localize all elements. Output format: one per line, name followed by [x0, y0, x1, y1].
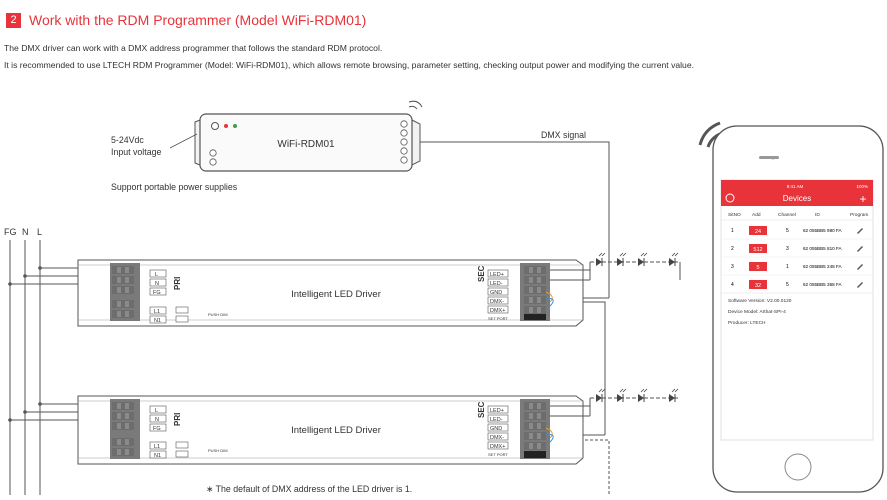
- sec-terminal-led-plus: LED+: [490, 408, 504, 414]
- pri-terminal-n1: N1: [154, 318, 161, 324]
- edit-icon[interactable]: [857, 282, 863, 288]
- led-driver-2: L N FG L1 N1 PUSH DIM PRI Intelligent LE…: [77, 395, 584, 465]
- set-port-label: SET PORT: [488, 316, 508, 321]
- device-row-4[interactable]: 4 32 5 62 055BB5 368 FA: [731, 280, 863, 289]
- sec-terminal-dmx-minus: DMX-: [490, 299, 504, 305]
- sec-terminal-dmx-minus: DMX-: [490, 435, 504, 441]
- svg-text:2: 2: [731, 246, 734, 252]
- wifi-signal-icon: [408, 100, 423, 110]
- svg-text:3: 3: [731, 264, 734, 270]
- intro-line-2: It is recommended to use LTECH RDM Progr…: [4, 60, 694, 70]
- pri-terminal-l1: L1: [154, 444, 160, 450]
- sec-terminal-led-minus: LED-: [490, 281, 503, 287]
- settings-gear-icon[interactable]: [725, 193, 735, 203]
- pri-terminal-l1: L1: [154, 309, 160, 315]
- set-port-label: SET PORT: [488, 452, 508, 457]
- push-dim-label: PUSH DIM: [208, 312, 228, 317]
- wifi-rdm01-programmer: WiFi-RDM01: [194, 100, 423, 172]
- pri-terminal-n1: N1: [154, 453, 161, 459]
- device-row-3[interactable]: 3 5 1 62 055BB5 248 FA: [731, 262, 863, 271]
- footnote: ∗ The default of DMX address of the LED …: [206, 484, 412, 494]
- pri-terminal-fg: FG: [153, 426, 161, 432]
- section-header: 2 Work with the RDM Programmer (Model Wi…: [6, 11, 366, 29]
- sec-terminal-dmx-plus: DMX+: [490, 444, 505, 450]
- nav-title: Devices: [783, 194, 811, 203]
- section-number: 2: [6, 12, 21, 28]
- power-input-label: Input voltage: [111, 147, 161, 157]
- device-row-2[interactable]: 2 512 3 62 055BB5 810 FA: [731, 244, 863, 253]
- col-header-channel: Channel: [778, 212, 796, 218]
- svg-text:32: 32: [755, 283, 761, 289]
- col-header-program: Program: [850, 212, 868, 218]
- sec-terminal-led-minus: LED-: [490, 417, 503, 423]
- svg-text:62 055BB5 368 FA: 62 055BB5 368 FA: [803, 282, 843, 287]
- svg-text:24: 24: [755, 229, 761, 235]
- edit-icon[interactable]: [857, 246, 863, 252]
- sec-terminal-gnd: GND: [490, 426, 502, 432]
- sec-terminal-gnd: GND: [490, 290, 502, 296]
- led-string-1: [550, 261, 681, 281]
- add-device-button[interactable]: +: [859, 192, 866, 206]
- pri-terminal-l: L: [155, 272, 158, 278]
- svg-text:512: 512: [753, 247, 762, 253]
- status-time: 9:41 AM: [787, 184, 804, 189]
- status-battery: 100%: [856, 184, 868, 189]
- svg-text:5: 5: [786, 282, 789, 288]
- programmer-model-label: WiFi-RDM01: [277, 139, 335, 150]
- section-title: Work with the RDM Programmer (Model WiFi…: [29, 12, 367, 28]
- intro-line-1: The DMX driver can work with a DMX addre…: [4, 43, 383, 53]
- mains-fg-label: FG: [4, 227, 17, 237]
- sec-terminal-led-plus: LED+: [490, 272, 504, 278]
- push-dim-label: PUSH DIM: [208, 448, 228, 453]
- edit-icon[interactable]: [857, 228, 863, 234]
- sec-label: SEC: [477, 401, 486, 418]
- software-version: Software Version: V2.00.0120: [728, 298, 792, 304]
- col-header-no: SitNO: [728, 212, 741, 218]
- device-row-1[interactable]: 1 24 5 62 055BB5 980 FA: [731, 226, 863, 235]
- power-voltage-label: 5-24Vdc: [111, 135, 144, 145]
- mains-l-label: L: [37, 227, 42, 237]
- svg-text:1: 1: [786, 264, 789, 270]
- svg-text:62 055BB5 248 FA: 62 055BB5 248 FA: [803, 264, 843, 269]
- pri-terminal-fg: FG: [153, 290, 161, 296]
- driver-name-label: Intelligent LED Driver: [291, 425, 381, 436]
- svg-text:4: 4: [731, 282, 734, 288]
- dmx-signal-label: DMX signal: [541, 130, 586, 140]
- col-header-id: ID: [815, 212, 820, 218]
- mains-n-label: N: [22, 227, 29, 237]
- svg-text:1: 1: [731, 228, 734, 234]
- led-string-2: [550, 397, 680, 417]
- pri-terminal-l: L: [155, 408, 158, 414]
- pri-terminal-n: N: [155, 281, 159, 287]
- producer: Producer: LTECH: [728, 320, 766, 326]
- sec-terminal-dmx-plus: DMX+: [490, 308, 505, 314]
- portable-power-note: Support portable power supplies: [111, 182, 238, 192]
- pri-label: PRI: [173, 277, 182, 290]
- led-driver-1: L N FG L1 N1 PUSH DIM PRI Intelligent LE…: [77, 259, 584, 327]
- svg-text:5: 5: [786, 228, 789, 234]
- sec-label: SEC: [477, 265, 486, 282]
- edit-icon[interactable]: [857, 264, 863, 270]
- driver-name-label: Intelligent LED Driver: [291, 289, 381, 300]
- svg-text:3: 3: [786, 246, 789, 252]
- device-model: Device Model: Arthat-SPI-4: [728, 309, 786, 315]
- col-header-add: Add: [752, 212, 761, 218]
- svg-text:5: 5: [756, 265, 759, 271]
- pri-label: PRI: [173, 413, 182, 426]
- svg-text:62 055BB5 980 FA: 62 055BB5 980 FA: [803, 228, 843, 233]
- svg-text:62 055BB5 810 FA: 62 055BB5 810 FA: [803, 246, 843, 251]
- smartphone: 9:41 AM 100% Devices + SitNO Add Channel…: [698, 121, 884, 493]
- pri-terminal-n: N: [155, 417, 159, 423]
